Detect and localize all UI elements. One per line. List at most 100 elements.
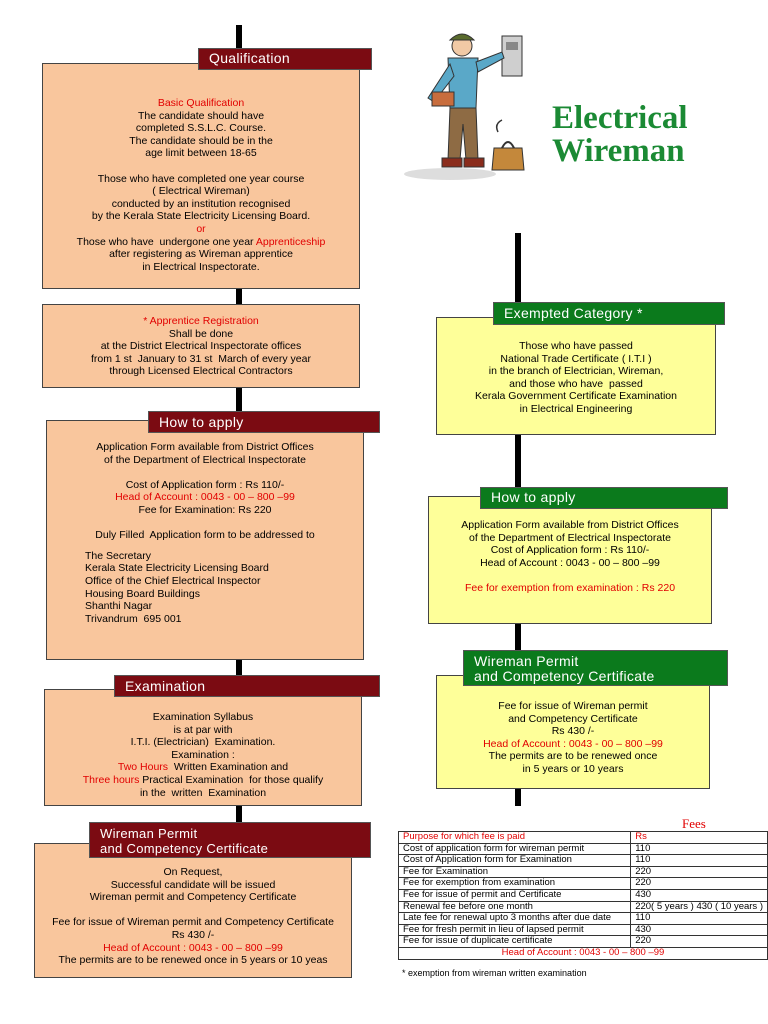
fee-purpose-cell: Renewal fee before one month [397,900,632,914]
permit-header-right-line1: Wireman Permit [474,653,579,669]
fee-purpose-cell: Fee for fresh permit in lieu of lapsed p… [397,923,632,937]
fee-purpose-cell: Fee for exemption from examination [397,877,632,890]
text-line: conducted by an institution recognised [111,197,291,210]
text-line: Head of Account : 0043 - 00 – 800 –99 [480,556,660,569]
text-line: Rs 430 /- [551,725,595,738]
address-line: The Secretary [85,549,151,562]
fee-purpose-cell: Fee for issue of permit and Certificate [397,888,632,902]
address-line: Office of the Chief Electrical Inspector [85,574,261,587]
fee-purpose-cell: Fee for Examination [397,865,632,879]
how-to-apply-lines: Application Form available from District… [47,441,363,542]
text-line: by the Kerala State Electricity Licensin… [91,210,311,223]
text-line: Shall be done [168,327,234,340]
text-line: Fee for Examination: Rs 220 [138,503,272,516]
text-line: Rs 430 /- [171,928,215,941]
text-line: Those who have completed one year course [97,172,305,185]
text-line [47,517,363,530]
text-line: is at par with [173,723,233,736]
examination-header: Examination [114,675,380,697]
text-line: Head of Account : 0043 - 00 – 800 –99 [483,737,663,750]
how-to-apply-right-box: Application Form available from District… [428,496,712,624]
address-line: Housing Board Buildings [85,587,200,600]
address-line: Shanthi Nagar [85,600,153,613]
how-to-apply-header: How to apply [148,411,380,433]
fee-purpose-cell: Late fee for renewal upto 3 months after… [397,912,632,925]
text-line: in the written Examination [139,786,267,799]
fees-row: Cost of application form for wireman per… [397,842,768,856]
fees-row: Fee for fresh permit in lieu of lapsed p… [397,923,768,937]
text-line: Fee for issue of Wireman permit and Comp… [52,916,334,929]
text-line: Head of Account : 0043 - 00 – 800 –99 [103,941,283,954]
how-to-apply-right-header: How to apply [480,487,728,509]
how-to-apply-right-lines: Application Form available from District… [429,519,711,595]
text-line: * Apprentice Registration [143,315,259,327]
text-line: Cost of Application form : Rs 110/- [490,544,650,557]
text-line: Examination : [171,748,235,761]
text-line: of the Department of Electrical Inspecto… [104,453,306,466]
permit-header-left-line1: Wireman Permit [100,826,198,841]
address-line: Trivandrum 695 001 [85,612,182,625]
fee-amount-cell: 430 [630,888,768,902]
permit-header-right: Wireman Permit and Competency Certificat… [463,650,728,686]
page-title: Electrical Wireman [552,102,688,168]
text-line: Fee for exemption from examination : Rs … [464,581,676,594]
text-line: The permits are to be renewed once in 5 … [58,954,328,967]
text-line: and those who have passed [509,377,643,390]
address-line: Kerala State Electricity Licensing Board [85,562,269,575]
text-line: The candidate should be in the [129,134,273,147]
text-segment: Two Hours [117,761,169,774]
exempted-category-header: Exempted Category * [493,302,725,325]
text-line: completed S.S.L.C. Course. [135,122,267,135]
text-line: Application Form available from District… [461,519,679,531]
fees-footer-cell: Head of Account : 0043 - 00 – 800 –99 [398,946,768,960]
text-line: Application Form available from District… [96,441,314,453]
fee-amount-cell: 220 [630,935,768,948]
text-line: Successful candidate will be issued [110,878,276,891]
fee-amount-cell: 430 [630,923,768,937]
fee-purpose-cell: Cost of Application form for Examination [397,854,632,867]
text-line: age limit between 18-65 [145,147,257,160]
fees-row: Cost of Application form for Examination… [397,854,768,867]
text-line: National Trade Certificate ( I.T.I ) [500,352,652,365]
fee-amount-cell: 220 [630,865,768,879]
fees-title: Fees [682,816,706,831]
text-line [429,569,711,582]
text-line: Three hours Practical Examination for th… [45,774,361,787]
text-segment: Three hours [82,773,140,786]
title-line-2: Wireman [552,133,685,169]
text-line: Those who have passed [519,340,633,352]
text-line: Those who have undergone one year Appren… [43,236,359,249]
text-line: in Electrical Engineering [519,402,633,415]
text-line: through Licensed Electrical Contractors [109,365,293,378]
text-line: Head of Account : 0043 - 00 – 800 –99 [115,491,295,504]
fee-purpose-cell: Purpose for which fee is paid [397,831,632,844]
text-line: Two Hours Written Examination and [45,761,361,774]
text-line: The candidate should have [137,109,265,122]
text-line: I.T.I. (Electrician) Examination. [130,736,276,749]
text-line: Kerala Government Certificate Examinatio… [475,390,677,403]
text-line: On Request, [163,866,223,878]
permit-box-left: On Request,Successful candidate will be … [34,843,352,978]
text-line: The permits are to be renewed once [488,750,658,763]
text-line [43,160,359,173]
text-line: at the District Electrical Inspectorate … [100,340,302,353]
text-line: Duly Filled Application form to be addre… [95,529,315,542]
text-segment: Apprenticeship [255,235,326,248]
text-segment: Written Examination and [168,761,289,774]
fee-amount-cell: Rs [630,831,768,844]
how-to-apply-box: Application Form available from District… [46,420,364,660]
text-line: Cost of Application form : Rs 110/- [125,478,285,491]
fees-row: Late fee for renewal upto 3 months after… [397,912,768,925]
text-line: after registering as Wireman apprentice [109,248,293,261]
